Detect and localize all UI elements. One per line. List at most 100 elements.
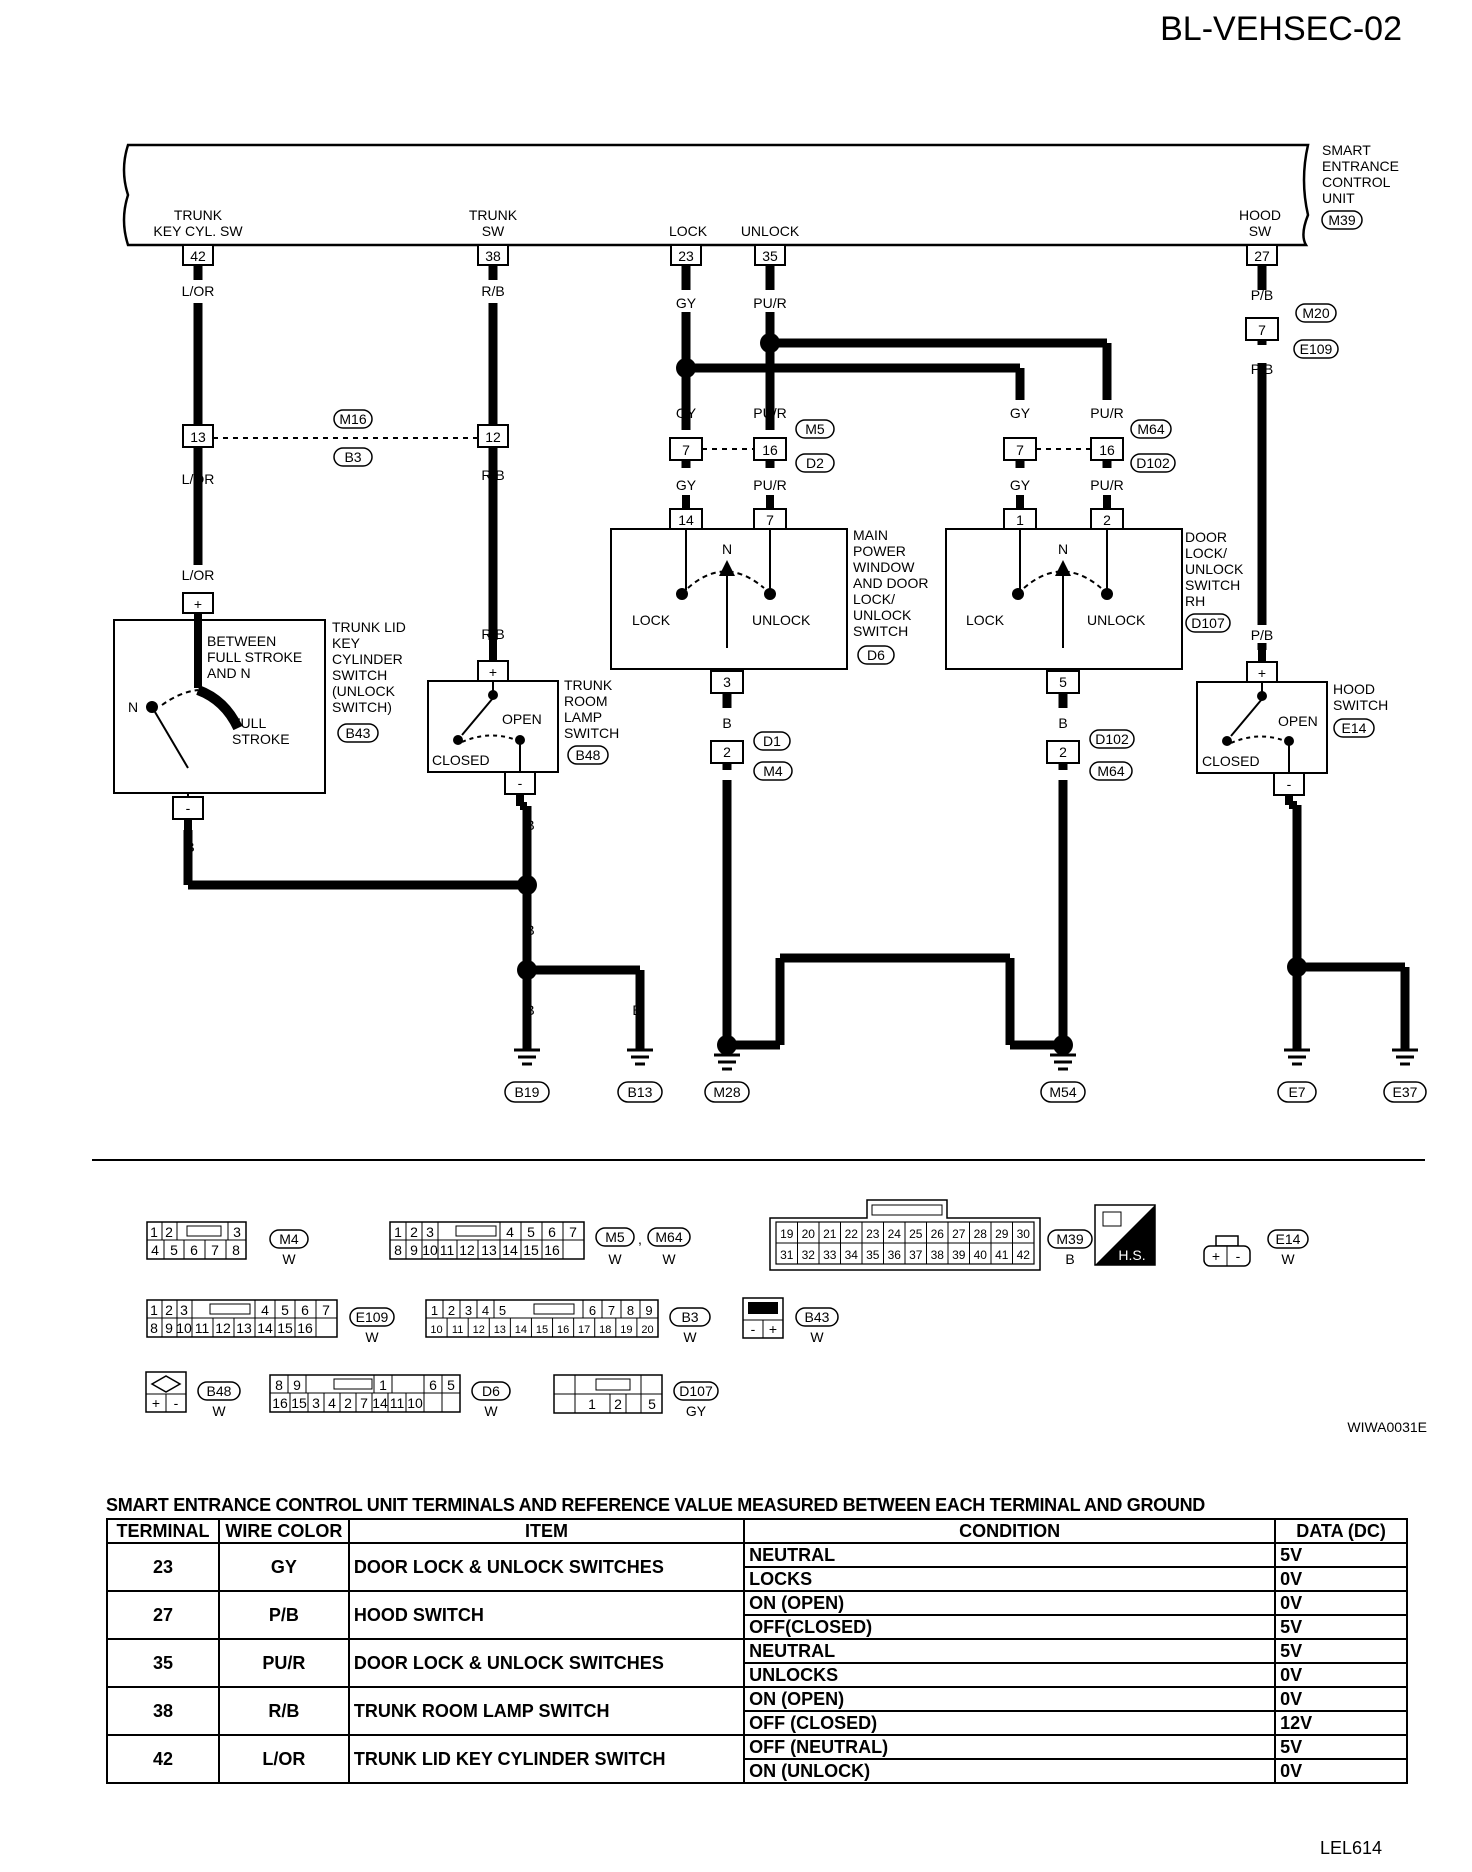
term-label-27-1: HOOD (1239, 207, 1281, 223)
b3-pin: 9 (645, 1303, 652, 1318)
unit-name-2: ENTRANCE (1322, 158, 1399, 174)
cell-item: DOOR LOCK & UNLOCK SWITCHES (347, 1638, 746, 1688)
svg-text:(UNLOCK: (UNLOCK (332, 683, 396, 699)
svg-text:CLOSED: CLOSED (432, 752, 490, 768)
svg-text:DOOR: DOOR (1185, 529, 1227, 545)
svg-text:7: 7 (682, 442, 690, 458)
svg-text:B: B (1065, 1251, 1074, 1267)
svg-text:1: 1 (150, 1224, 158, 1240)
svg-text:E37: E37 (1393, 1084, 1418, 1100)
wire-38-top: R/B (481, 283, 504, 299)
hs-icon: H.S. (1094, 1204, 1156, 1266)
svg-text:E109: E109 (1300, 341, 1333, 357)
svg-text:5: 5 (527, 1224, 535, 1240)
svg-text:4: 4 (328, 1395, 336, 1411)
cell-terminal: 42 (106, 1734, 220, 1784)
svg-text:CYLINDER: CYLINDER (332, 651, 403, 667)
svg-text:ROOM: ROOM (564, 693, 608, 709)
wire-42-bottom: L/OR (182, 567, 215, 583)
svg-text:4: 4 (506, 1224, 514, 1240)
unit-name-4: UNIT (1322, 190, 1355, 206)
connector-d6: 8 9 1 6 5 16 15 3 4 2 7 14 11 10 D6 W (269, 1374, 511, 1419)
joint-m20-e109: 7 M20 E109 (1245, 303, 1339, 359)
reference-table: TERMINAL WIRE COLOR ITEM CONDITION DATA … (106, 1518, 1408, 1784)
cell-terminal: 23 (106, 1542, 220, 1592)
m39-pin: 20 (802, 1227, 816, 1241)
svg-text:M4: M4 (279, 1231, 299, 1247)
m39-pin: 19 (780, 1227, 794, 1241)
b3-pin: 17 (578, 1324, 590, 1336)
svg-text:SWITCH: SWITCH (853, 623, 908, 639)
svg-text:7: 7 (766, 512, 774, 528)
cell-wire: L/OR (217, 1734, 350, 1784)
svg-text:7: 7 (360, 1395, 368, 1411)
svg-text:4: 4 (261, 1302, 269, 1318)
wire-27-mid: P/B (1251, 361, 1274, 377)
svg-text:WINDOW: WINDOW (853, 559, 915, 575)
svg-text:UNLOCK: UNLOCK (752, 612, 811, 628)
unit-connector: M39 (1328, 212, 1355, 228)
b3-pin: 7 (608, 1303, 615, 1318)
svg-text:UNLOCK: UNLOCK (1087, 612, 1146, 628)
svg-text:H.S.: H.S. (1118, 1247, 1145, 1263)
connector-e14: + - E14 W (1203, 1229, 1309, 1267)
svg-text:-: - (1236, 1248, 1241, 1264)
svg-text:LOCK/: LOCK/ (853, 591, 895, 607)
m39-pin: 27 (952, 1227, 966, 1241)
terminal-pins (182, 244, 1278, 266)
hood-switch: + OPEN CLOSED - HOOD SWITCH E14 (1196, 650, 1388, 809)
cell-condition: NEUTRAL (743, 1542, 1277, 1568)
svg-text:16: 16 (272, 1395, 288, 1411)
svg-text:6: 6 (301, 1302, 309, 1318)
cell-item: TRUNK LID KEY CYLINDER SWITCH (347, 1734, 746, 1784)
gw-1: B (185, 839, 194, 855)
pin-38: 38 (485, 248, 501, 264)
svg-text:+: + (489, 664, 497, 680)
wire-rh-pur-bottom: PU/R (1090, 477, 1123, 493)
col-item: ITEM (347, 1518, 746, 1544)
svg-text:M64: M64 (655, 1229, 682, 1245)
svg-text:2: 2 (344, 1395, 352, 1411)
m39-pin: 38 (931, 1248, 945, 1262)
svg-text:14: 14 (502, 1242, 518, 1258)
svg-text:11: 11 (390, 1395, 405, 1411)
b3-pin: 10 (430, 1324, 442, 1336)
pin-42: 42 (190, 248, 206, 264)
col-wire-color: WIRE COLOR (217, 1518, 350, 1544)
m39-pin: 36 (888, 1248, 902, 1262)
connector-b48: + - B48 W (145, 1371, 241, 1419)
svg-text:16: 16 (297, 1320, 313, 1336)
svg-text:W: W (608, 1251, 622, 1267)
svg-text:HOOD: HOOD (1333, 681, 1375, 697)
svg-text:LOCK: LOCK (966, 612, 1005, 628)
wires (183, 303, 1410, 1050)
svg-text:W: W (662, 1251, 676, 1267)
svg-text:OPEN: OPEN (502, 711, 542, 727)
cell-condition: ON (OPEN) (743, 1590, 1277, 1616)
svg-text:SWITCH: SWITCH (1185, 577, 1240, 593)
svg-text:M64: M64 (1137, 421, 1164, 437)
term-label-27-2: SW (1249, 223, 1272, 239)
wire-42-mid: L/OR (182, 471, 215, 487)
trunk-room-switch: + OPEN CLOSED - TRUNK ROOM LAMP SWITCH B… (427, 640, 619, 810)
pin-35: 35 (762, 248, 778, 264)
svg-text:8: 8 (232, 1242, 240, 1258)
b3-pin: 6 (589, 1303, 596, 1318)
svg-text:CLOSED: CLOSED (1202, 753, 1260, 769)
svg-text:4: 4 (151, 1242, 159, 1258)
svg-text:B48: B48 (207, 1383, 232, 1399)
cell-wire: GY (217, 1542, 350, 1592)
figure-code: WIWA0031E (1347, 1419, 1427, 1435)
svg-text:W: W (810, 1329, 824, 1345)
svg-text:W: W (365, 1329, 379, 1345)
svg-text:1: 1 (588, 1396, 596, 1412)
pin-27: 27 (1254, 248, 1270, 264)
svg-text:W: W (212, 1403, 226, 1419)
svg-text:11: 11 (440, 1242, 455, 1258)
svg-text:15: 15 (523, 1242, 539, 1258)
